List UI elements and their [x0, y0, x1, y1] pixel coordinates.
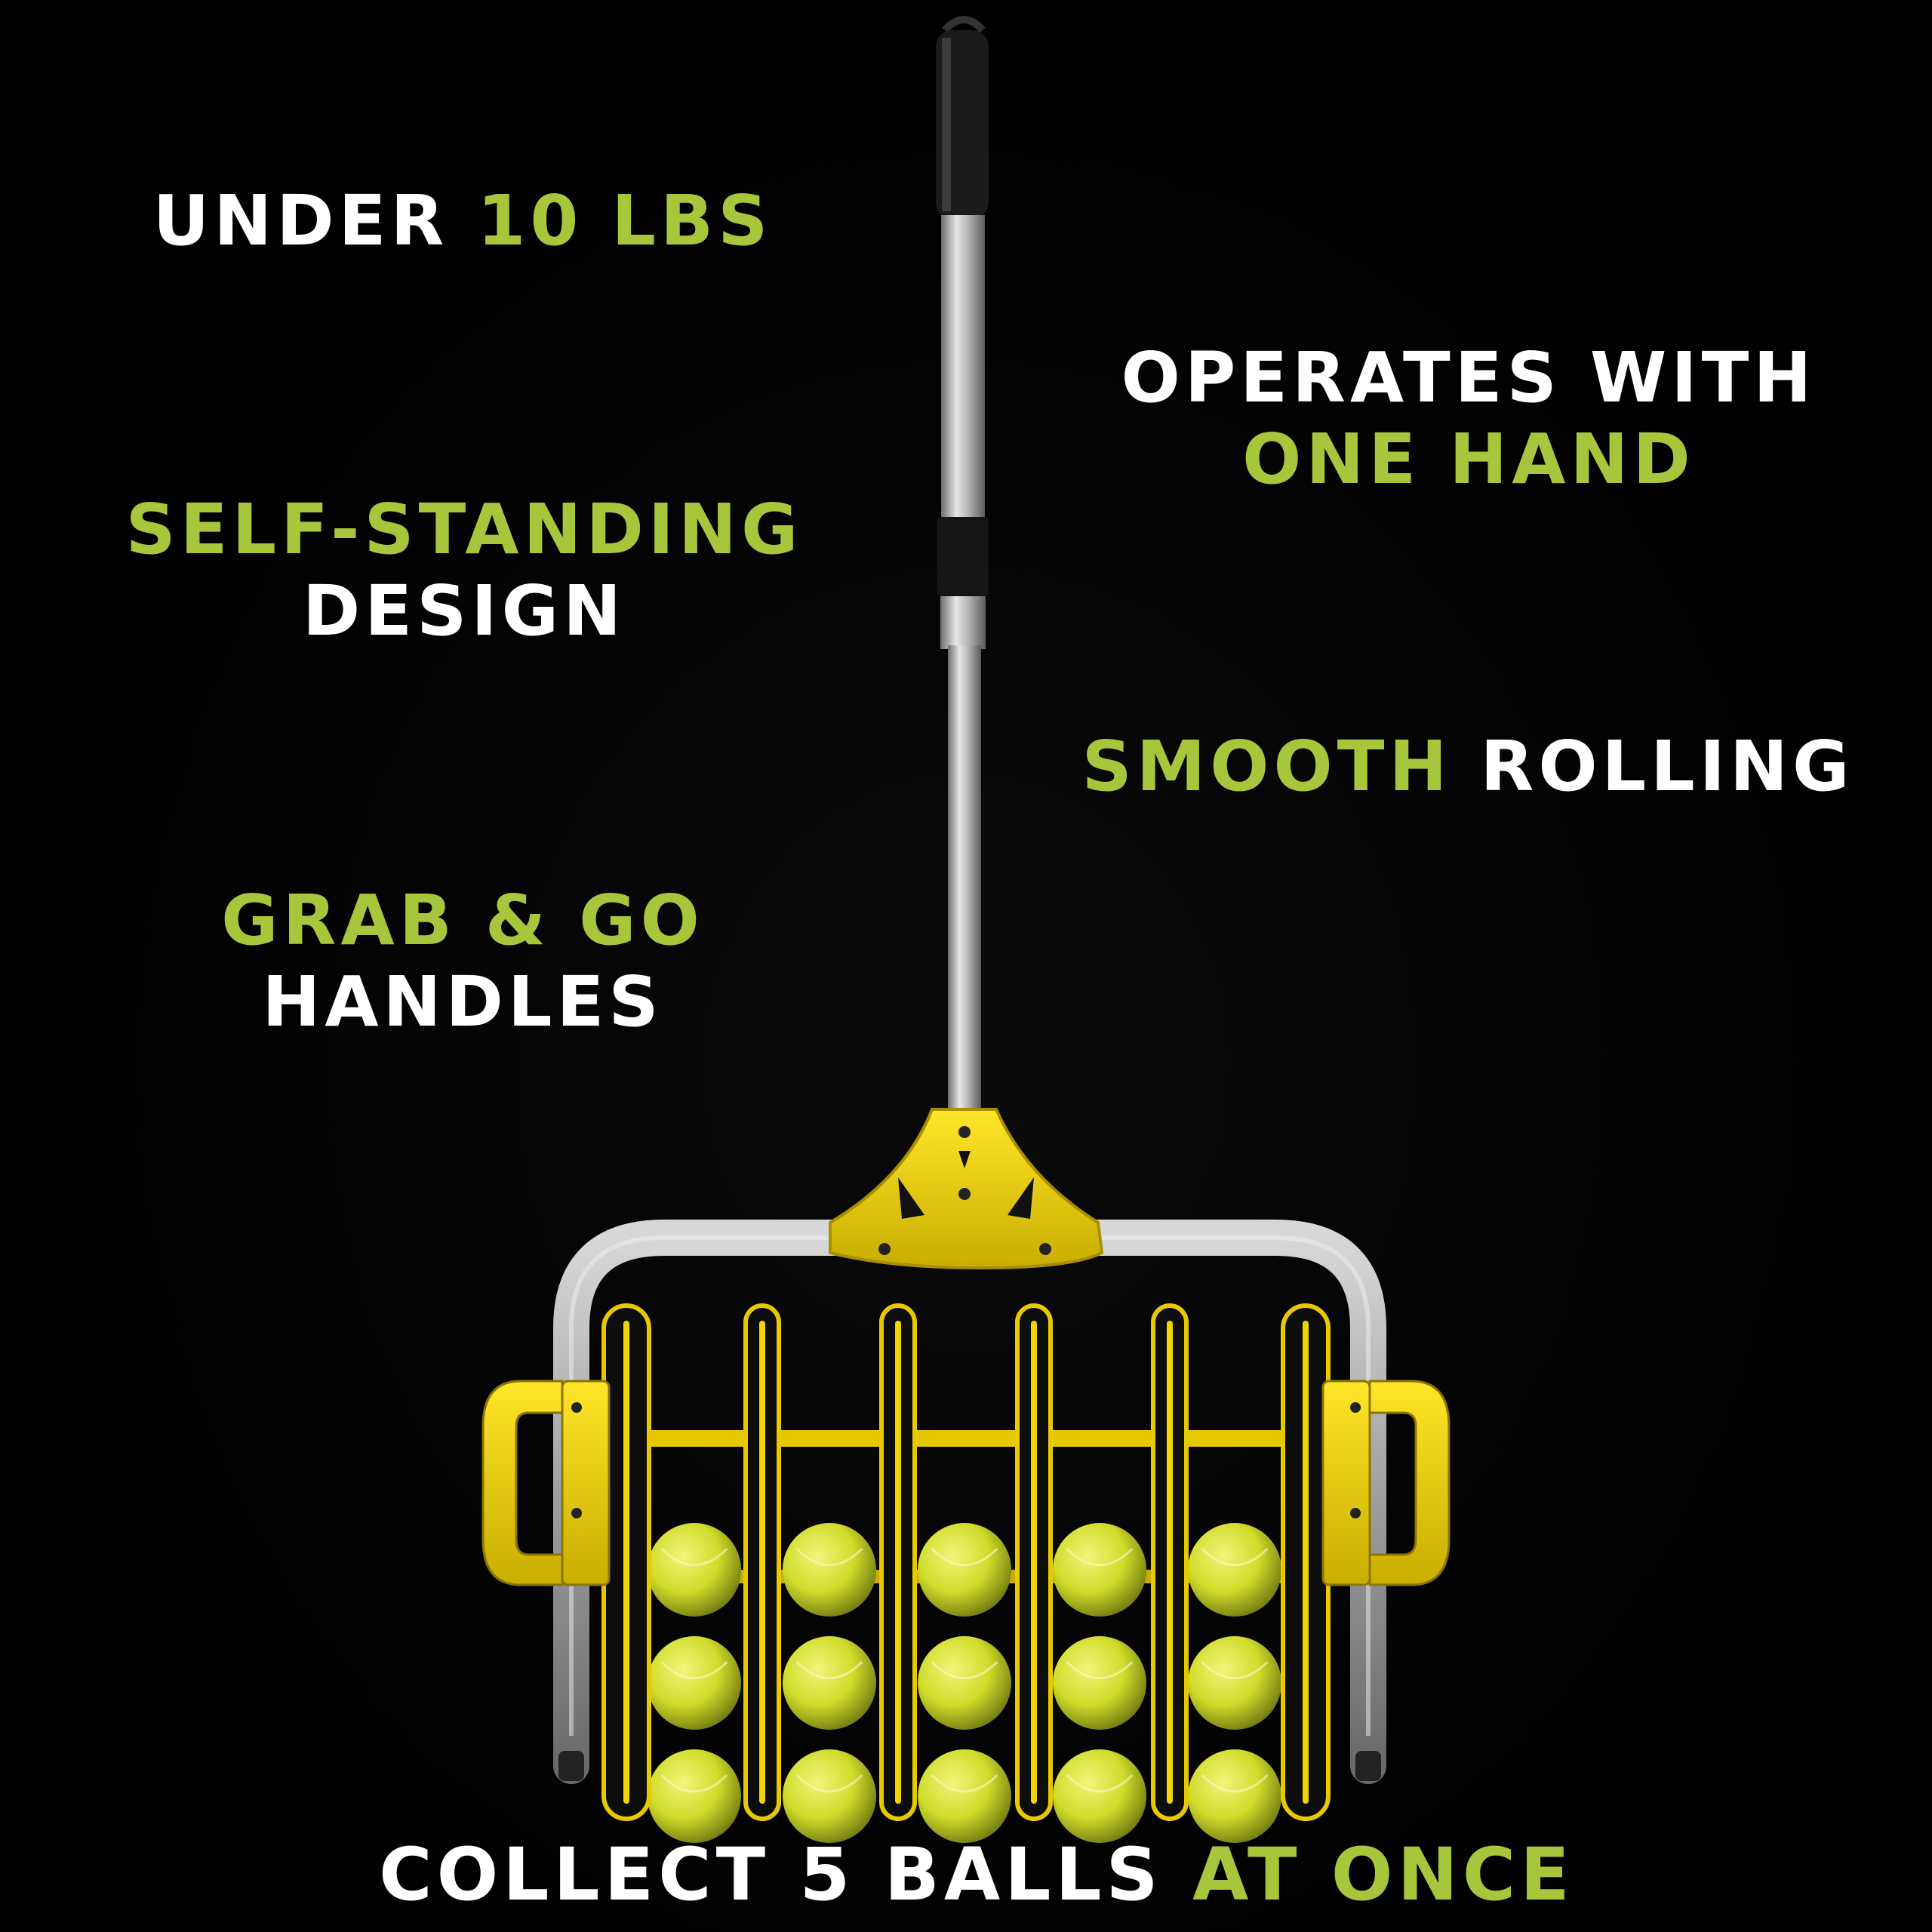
feature-grab-handles: GRAB & GO HANDLES	[221, 886, 704, 1037]
ball-seam	[1201, 1661, 1269, 1680]
disc-yellow-stripe	[1031, 1321, 1037, 1804]
ball-seam	[660, 1774, 728, 1793]
ball-seam	[795, 1661, 863, 1680]
ball-seam	[1066, 1661, 1134, 1680]
feature-self-standing: SELF-STANDING DESIGN	[125, 495, 802, 646]
tennis-ball-icon	[918, 1636, 1011, 1730]
disc-yellow-stripe	[1167, 1321, 1173, 1804]
ball-seam	[660, 1548, 728, 1567]
ball-seam	[931, 1548, 998, 1567]
ball-seam	[1066, 1774, 1134, 1793]
ball-seam	[931, 1661, 998, 1680]
tennis-ball-icon	[918, 1523, 1011, 1617]
feature-weight: UNDER 10 LBS	[153, 186, 773, 256]
feature-smooth-rolling-text-white: ROLLING	[1480, 726, 1854, 807]
ball-seam	[1066, 1548, 1134, 1567]
ball-seam	[660, 1661, 728, 1680]
feature-smooth-rolling: SMOOTH ROLLING	[1081, 732, 1854, 801]
ball-seam	[931, 1774, 998, 1793]
tennis-ball-icon	[648, 1523, 741, 1617]
tennis-ball-icon	[1188, 1749, 1281, 1843]
ball-seam	[795, 1774, 863, 1793]
lower-pole	[948, 645, 981, 1121]
right-grab-handle	[1321, 1380, 1451, 1586]
axle-rod	[649, 1430, 1291, 1447]
tennis-ball-icon	[1053, 1749, 1146, 1843]
upper-pole	[941, 215, 985, 521]
tennis-ball-icon	[648, 1749, 741, 1843]
tennis-ball-icon	[783, 1749, 876, 1843]
feature-grab-handles-text-accent: GRAB & GO	[221, 880, 704, 961]
ball-seam	[1201, 1774, 1269, 1793]
disc-yellow-stripe	[895, 1321, 901, 1804]
tennis-ball-icon	[648, 1636, 741, 1730]
disc-yellow-stripe	[623, 1321, 629, 1804]
feature-collect-balls-text-accent: AT ONCE	[1192, 1832, 1574, 1917]
feature-self-standing-text-accent: SELF-STANDING	[125, 489, 803, 570]
tennis-balls	[648, 1523, 1281, 1843]
top-grip	[936, 16, 989, 219]
feature-one-hand-text-accent: ONE HAND	[1242, 419, 1695, 500]
disc-yellow-stripe	[759, 1321, 765, 1804]
right-foot	[1355, 1751, 1381, 1781]
disc-yellow-stripe	[1303, 1321, 1309, 1804]
tennis-ball-icon	[918, 1749, 1011, 1843]
feature-one-hand: OPERATES WITH ONE HAND	[1121, 343, 1817, 494]
ball-seam	[1201, 1548, 1269, 1567]
left-grab-handle	[481, 1380, 611, 1586]
ball-seam	[795, 1548, 863, 1567]
feature-collect-balls-text-white: COLLECT 5 BALLS	[379, 1832, 1193, 1917]
feature-weight-text-accent: 10 LBS	[477, 180, 773, 261]
tennis-ball-icon	[1053, 1636, 1146, 1730]
feature-collect-balls: COLLECT 5 BALLS AT ONCE	[379, 1838, 1574, 1911]
feature-self-standing-text-white: DESIGN	[302, 571, 626, 651]
pole-collar	[937, 517, 989, 596]
tennis-ball-icon	[1053, 1523, 1146, 1617]
feature-grab-handles-text-white: HANDLES	[262, 961, 663, 1042]
tennis-ball-icon	[1188, 1523, 1281, 1617]
tennis-ball-icon	[783, 1636, 876, 1730]
feature-one-hand-text-white: OPERATES WITH	[1121, 337, 1817, 418]
feature-weight-text-white: UNDER	[152, 180, 478, 261]
tennis-ball-icon	[783, 1523, 876, 1617]
tennis-ball-icon	[1188, 1636, 1281, 1730]
yellow-bracket	[829, 1108, 1104, 1270]
feature-smooth-rolling-text-accent: SMOOTH	[1081, 726, 1481, 807]
left-foot	[558, 1751, 584, 1781]
